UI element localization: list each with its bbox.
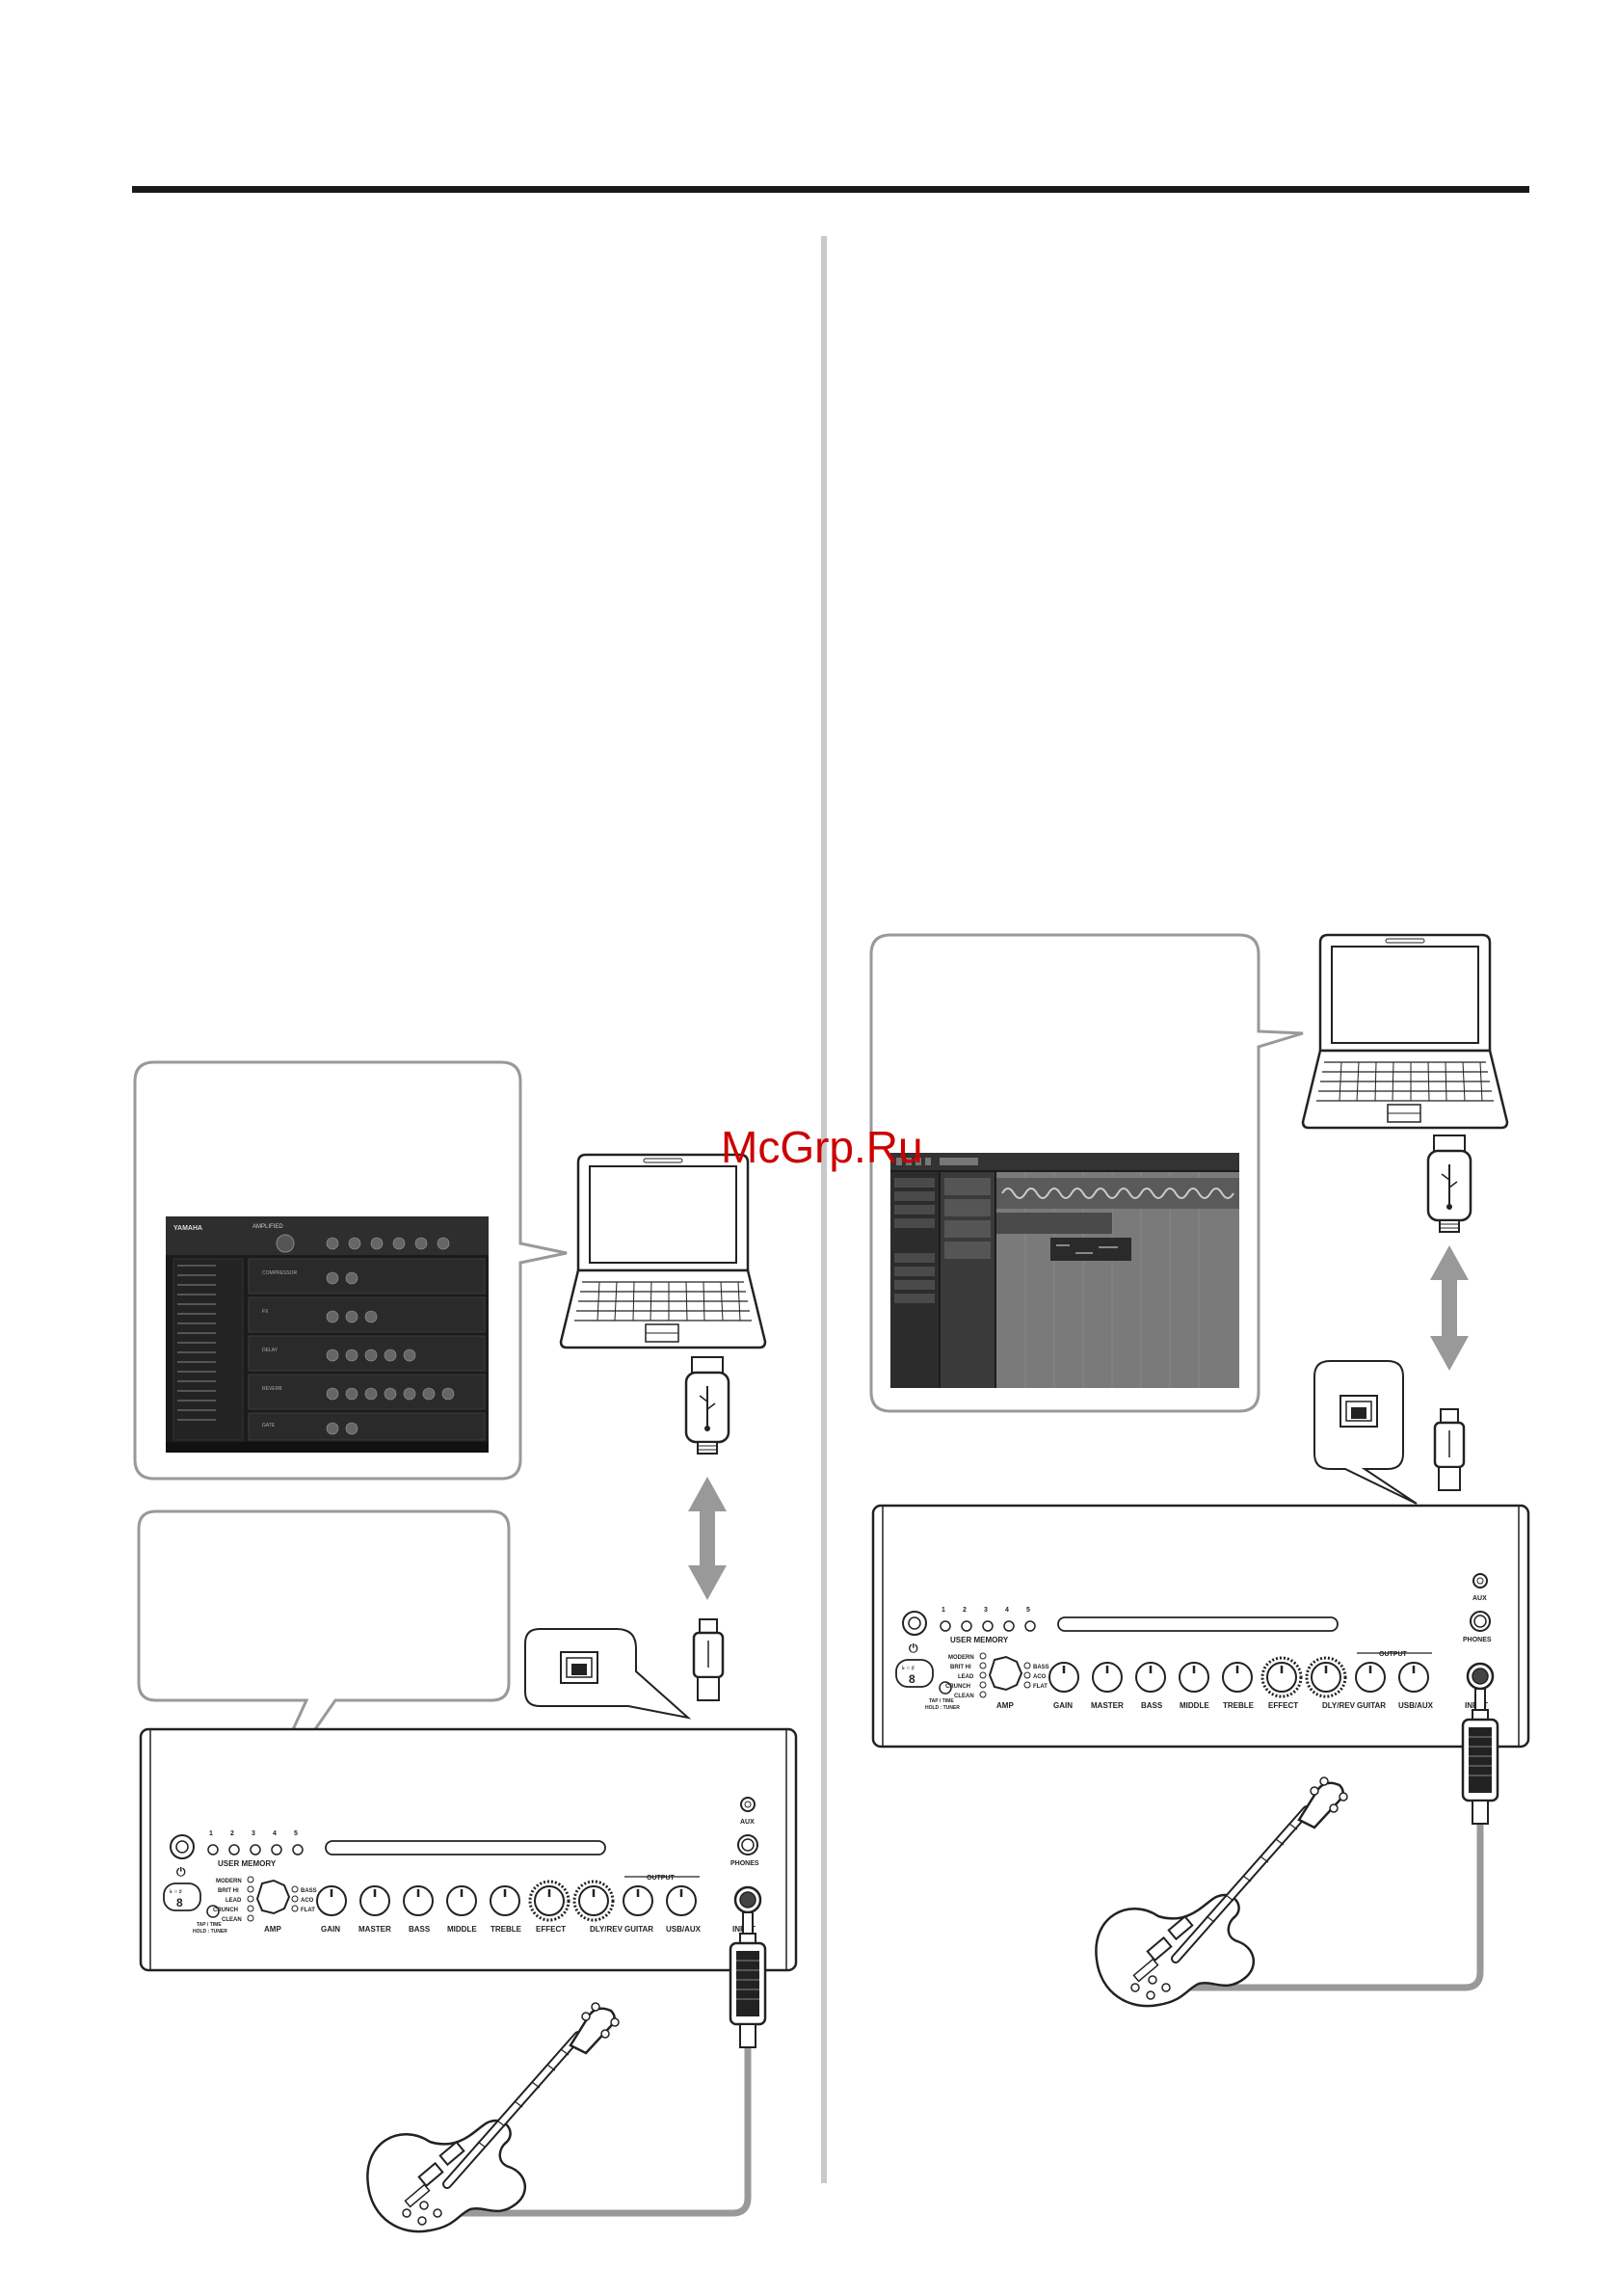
svg-text:GUITAR: GUITAR (624, 1925, 653, 1934)
guitar-cable-left (453, 1918, 752, 2217)
usb-plug-amp-left (692, 1618, 725, 1701)
amp-left-labels: 1 2 3 4 5 USER MEMORY MODERN BRIT HI LEA… (193, 1819, 759, 1935)
usb-port-icon-left (560, 1651, 598, 1684)
laptop-right (1301, 933, 1509, 1130)
svg-text:GUITAR: GUITAR (1357, 1701, 1386, 1710)
bidirectional-arrow-right (1430, 1245, 1469, 1371)
svg-text:LEAD: LEAD (958, 1674, 974, 1680)
section-fx: FX (262, 1309, 269, 1315)
amp-right-labels: 1 2 3 4 5 USER MEMORY MODERN BRIT HI LEA… (925, 1595, 1492, 1711)
software-brand: YAMAHA (173, 1225, 202, 1232)
svg-text:FLAT: FLAT (1033, 1684, 1048, 1690)
svg-text:BASS: BASS (1141, 1701, 1163, 1710)
svg-text:EFFECT: EFFECT (1268, 1701, 1298, 1710)
column-divider (821, 236, 827, 2183)
svg-text:ACO: ACO (301, 1898, 314, 1904)
svg-text:GAIN: GAIN (321, 1925, 340, 1934)
svg-text:USER MEMORY: USER MEMORY (950, 1636, 1009, 1644)
svg-text:HOLD : TUNER: HOLD : TUNER (925, 1705, 960, 1711)
svg-text:CRUNCH: CRUNCH (945, 1684, 970, 1690)
guitar-cable-right (1174, 1695, 1484, 1991)
svg-text:GAIN: GAIN (1053, 1701, 1073, 1710)
svg-text:AMP: AMP (264, 1925, 281, 1934)
svg-text:3: 3 (252, 1830, 255, 1837)
svg-text:CRUNCH: CRUNCH (213, 1908, 238, 1913)
user-memory-label: USER MEMORY (218, 1859, 277, 1868)
laptop-left (559, 1153, 767, 1349)
right-diagram: 1 2 3 4 5 USER MEMORY MODERN BRIT HI LEA… (869, 933, 1530, 2006)
svg-text:MODERN: MODERN (216, 1879, 242, 1884)
svg-text:MASTER: MASTER (1091, 1701, 1124, 1710)
usb-port-icon-right (1339, 1395, 1378, 1428)
svg-text:HOLD : TUNER: HOLD : TUNER (193, 1929, 227, 1935)
svg-text:DLY/REV: DLY/REV (1322, 1701, 1356, 1710)
svg-text:MIDDLE: MIDDLE (447, 1925, 477, 1934)
svg-text:LEAD: LEAD (225, 1898, 242, 1904)
usb-port-callout-right (1313, 1360, 1418, 1505)
svg-text:1: 1 (209, 1830, 213, 1837)
section-reverb: REVERB (262, 1386, 282, 1392)
usb-plug-amp-right (1433, 1408, 1466, 1491)
svg-text:EFFECT: EFFECT (536, 1925, 566, 1934)
section-compressor: COMPRESSOR (262, 1270, 298, 1276)
svg-text:DLY/REV: DLY/REV (590, 1925, 623, 1934)
svg-text:TREBLE: TREBLE (1223, 1701, 1255, 1710)
amp-software-screenshot: YAMAHA AMPLIFIED COMPRESSOR FX DELAY REV… (166, 1216, 489, 1453)
usb-plug-computer-right (1426, 1134, 1472, 1234)
svg-text:FLAT: FLAT (301, 1908, 315, 1913)
daw-software-screenshot (890, 1153, 1239, 1388)
svg-text:TAP / TIME: TAP / TIME (929, 1698, 954, 1704)
svg-text:BASS: BASS (301, 1888, 317, 1894)
svg-text:MASTER: MASTER (358, 1925, 391, 1934)
svg-text:PHONES: PHONES (730, 1860, 759, 1867)
svg-text:TAP / TIME: TAP / TIME (197, 1922, 222, 1928)
guitar-right (1096, 1777, 1347, 2006)
svg-text:AUX: AUX (1472, 1595, 1487, 1602)
svg-text:USB/AUX: USB/AUX (1398, 1701, 1434, 1710)
amp-left: 1 2 3 4 5 USER MEMORY MODERN BRIT HI LEA… (139, 1727, 798, 1972)
svg-text:5: 5 (294, 1830, 298, 1837)
svg-text:CLEAN: CLEAN (954, 1694, 974, 1699)
section-gate: GATE (262, 1423, 276, 1428)
svg-text:AMP: AMP (996, 1701, 1014, 1710)
svg-text:1: 1 (942, 1607, 945, 1614)
svg-text:BRIT HI: BRIT HI (218, 1888, 239, 1894)
guitar-left (367, 2003, 619, 2231)
svg-text:ACO: ACO (1033, 1674, 1047, 1680)
svg-text:2: 2 (230, 1830, 234, 1837)
svg-text:3: 3 (984, 1607, 988, 1614)
software-app-name: AMPLIFIED (252, 1224, 283, 1230)
left-diagram: YAMAHA AMPLIFIED COMPRESSOR FX DELAY REV… (133, 1060, 798, 2231)
svg-text:TREBLE: TREBLE (491, 1925, 522, 1934)
usb-plug-computer-left (684, 1355, 730, 1455)
svg-text:MODERN: MODERN (948, 1655, 974, 1661)
bidirectional-arrow-left (688, 1477, 727, 1600)
svg-text:OUTPUT: OUTPUT (1379, 1651, 1408, 1658)
svg-text:USB/AUX: USB/AUX (666, 1925, 702, 1934)
watermark: McGrp.Ru (721, 1122, 923, 1172)
svg-text:BASS: BASS (1033, 1665, 1049, 1670)
section-delay: DELAY (262, 1348, 279, 1353)
svg-text:5: 5 (1026, 1607, 1030, 1614)
svg-text:OUTPUT: OUTPUT (647, 1875, 676, 1882)
header-rule (132, 186, 1529, 193)
amp-right: 1 2 3 4 5 USER MEMORY MODERN BRIT HI LEA… (871, 1504, 1530, 1749)
svg-text:AUX: AUX (740, 1819, 755, 1826)
svg-text:BRIT HI: BRIT HI (950, 1665, 971, 1670)
svg-text:MIDDLE: MIDDLE (1180, 1701, 1209, 1710)
svg-text:2: 2 (963, 1607, 967, 1614)
svg-text:4: 4 (1005, 1607, 1009, 1614)
svg-text:PHONES: PHONES (1463, 1637, 1492, 1643)
svg-text:CLEAN: CLEAN (222, 1917, 242, 1923)
svg-text:4: 4 (273, 1830, 277, 1837)
svg-text:BASS: BASS (409, 1925, 431, 1934)
usb-port-callout-left (524, 1628, 692, 1720)
